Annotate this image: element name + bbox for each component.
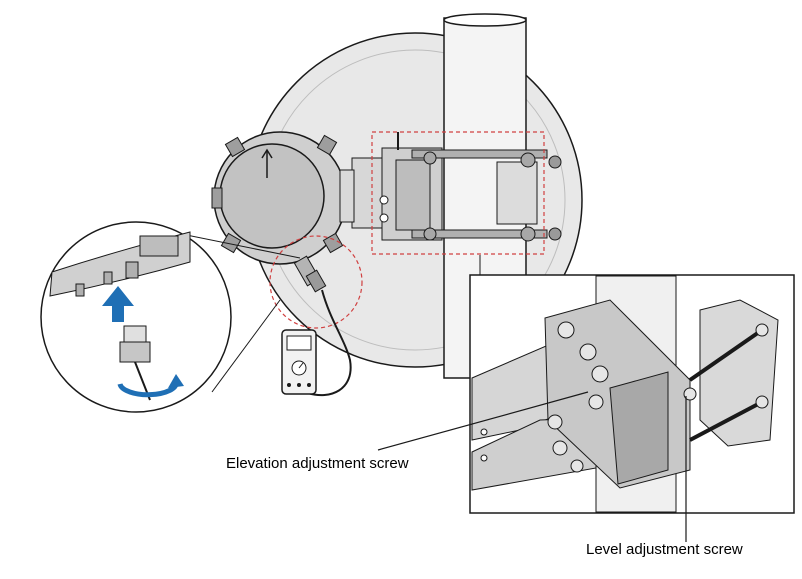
- odu-unit: [211, 131, 355, 265]
- odu-connector: [293, 255, 327, 293]
- test-cable: [307, 289, 352, 397]
- connector-highlight-circle: [269, 235, 363, 329]
- elevation-adjustment-screw-label: Elevation adjustment screw: [226, 455, 409, 472]
- arrow-up-icon: [102, 286, 134, 322]
- pole-mount-bracket: [351, 132, 562, 242]
- callout-leaders: [377, 391, 687, 542]
- bracket-detail-inset: [469, 274, 795, 514]
- connector-zoom-inset: [40, 221, 301, 413]
- level-adjustment-screw-label: Level adjustment screw: [586, 541, 743, 558]
- bracket-highlight-box: [371, 131, 545, 255]
- rotate-icon: [117, 374, 184, 398]
- multimeter-icon: [281, 329, 317, 395]
